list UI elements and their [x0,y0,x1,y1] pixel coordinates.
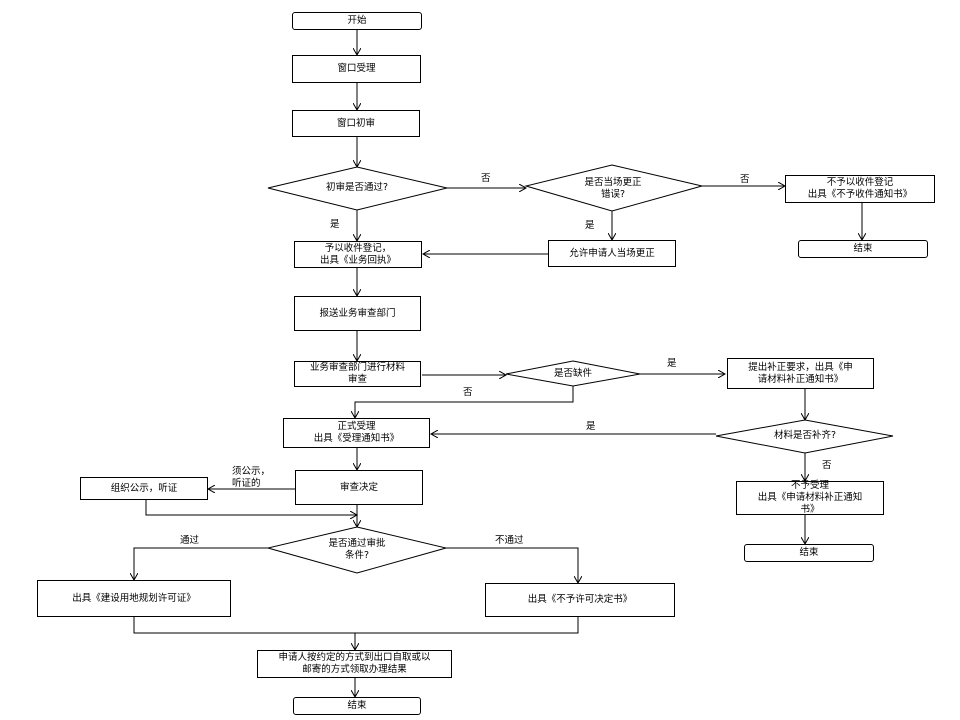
decision-approval-pass-text: 是否通过审批 条件? [328,538,386,561]
end-bottom-node: 结束 [293,697,421,715]
end-top-node: 结束 [798,240,928,258]
label-need-public: 须公示， 听证的 [232,466,271,489]
org-public-box: 组织公示，听证 [80,477,208,500]
window-initial-review-box: 窗口初审 [292,110,420,137]
decision-initial-pass [267,166,448,211]
window-accept-box: 窗口受理 [292,55,421,83]
label-no-complete: 否 [822,460,832,471]
label-no-fix: 否 [740,174,750,185]
decision-missing [505,360,641,387]
decision-supplement-complete [715,419,894,454]
decision-supplement-complete-text: 材料是否补齐? [773,430,837,441]
reject-register-box: 不予以收件登记 出具《不予收件通知书》 [785,175,935,203]
send-to-dept-box: 报送业务审查部门 [294,296,421,331]
arrow-not-pass-to-refusal [446,547,578,583]
decision-initial-pass-text: 初审是否通过? [325,182,389,193]
line-refusal-to-merge [355,617,579,634]
decision-fix-on-site-text: 是否当场更正 错误? [584,177,642,200]
end-right-node: 结束 [744,544,874,562]
dept-review-box: 业务审查部门进行材料 审查 [294,361,421,387]
formal-accept-box: 正式受理 出具《受理通知书》 [283,418,430,448]
not-accept-box: 不予受理 出具《申请材料补正通知 书》 [736,480,884,515]
issue-permit-box: 出具《建设用地规划许可证》 [37,580,231,617]
label-yes-missing: 是 [667,358,677,369]
review-decision-box: 审查决定 [295,470,423,505]
register-receipt-box: 予以收件登记， 出具《业务回执》 [294,241,422,268]
request-supplement-box: 提出补正要求，出具《申 请材料补正通知书》 [727,358,874,389]
label-no-initial: 否 [481,173,491,184]
label-yes-initial: 是 [330,219,340,230]
label-no-missing: 否 [463,387,473,398]
decision-missing-text: 是否缺件 [553,368,592,379]
issue-refusal-box: 出具《不予许可决定书》 [485,583,675,617]
label-pass: 通过 [180,535,200,546]
arrow-no-to-formal [355,386,574,418]
allow-fix-box: 允许申请人当场更正 [548,240,676,267]
label-not-pass: 不通过 [495,535,524,546]
decision-approval-pass [266,526,448,574]
label-yes-complete: 是 [586,421,596,432]
line-permit-to-merge [133,617,355,634]
arrow-pass-to-permit [134,547,268,580]
arrow-hearing-back [145,500,357,515]
collect-result-box: 申请人按约定的方式到出口自取或以 邮寄的方式领取办理结果 [257,650,452,678]
start-node: 开始 [292,12,422,30]
label-yes-fix: 是 [585,220,595,231]
decision-fix-on-site [524,164,703,212]
